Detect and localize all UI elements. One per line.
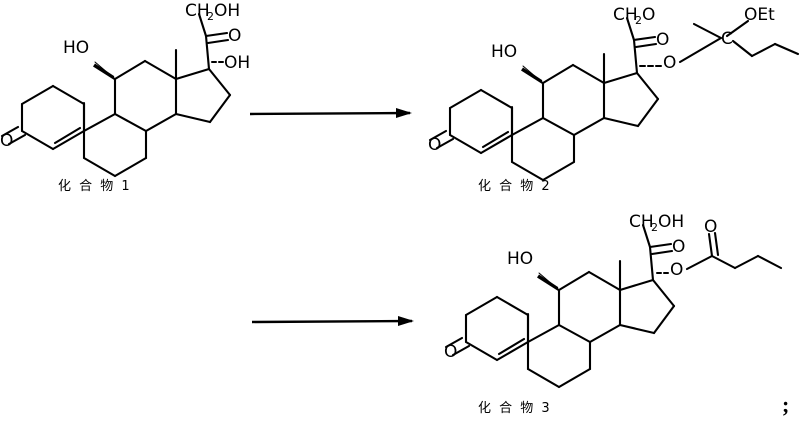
label-11-hydroxy: HO <box>507 249 533 269</box>
trailing-semicolon: ; <box>782 392 790 417</box>
label-c21-oh: OH <box>658 212 684 232</box>
label-c21-ch: CH <box>629 212 654 232</box>
label-c20-ketone-o: O <box>672 237 685 257</box>
label-c20-ketone-o: O <box>656 30 669 50</box>
label-c21-sub: 2 <box>651 221 658 234</box>
caption-compound-2: 化 合 物 2 <box>478 179 552 194</box>
caption-compound-3: 化 合 物 3 <box>478 401 552 416</box>
label-ortho-oet: OEt <box>744 5 775 25</box>
label-c20-ketone-o: O <box>228 26 241 46</box>
compound-2-structure <box>428 16 800 182</box>
label-11-hydroxy: HO <box>491 42 517 62</box>
label-17-ester-o: O <box>670 260 683 280</box>
label-c3-ketone-o: O <box>0 131 13 151</box>
label-17-hydroxy: OH <box>224 53 250 73</box>
compound-3-atom-labels: CH 2 OH O HO O O O <box>444 212 717 362</box>
arrow-step-1 <box>249 108 412 118</box>
label-c21-oh: OH <box>214 1 240 21</box>
compound-1-structure <box>0 12 232 178</box>
label-c3-ketone-o: O <box>428 135 441 155</box>
compound-3-structure <box>444 223 783 389</box>
label-17-ortho-o: O <box>663 53 676 73</box>
arrow-step-2 <box>251 316 414 326</box>
label-c21-o: O <box>642 5 655 25</box>
label-ortho-carbon: C <box>721 29 733 49</box>
label-c3-ketone-o: O <box>444 342 457 362</box>
compound-2-atom-labels: CH 2 O O HO O C OEt O <box>428 5 775 155</box>
label-c21-sub: 2 <box>207 10 214 23</box>
caption-compound-1: 化 合 物 1 <box>58 179 132 194</box>
label-c21-sub: 2 <box>635 14 642 27</box>
label-c21-ch: CH <box>185 1 210 21</box>
label-11-hydroxy: HO <box>63 38 89 58</box>
compound-1-atom-labels: CH 2 OH O HO OH O <box>0 1 250 151</box>
label-c21-ch: CH <box>613 5 638 25</box>
label-ester-carbonyl-o: O <box>704 217 717 237</box>
